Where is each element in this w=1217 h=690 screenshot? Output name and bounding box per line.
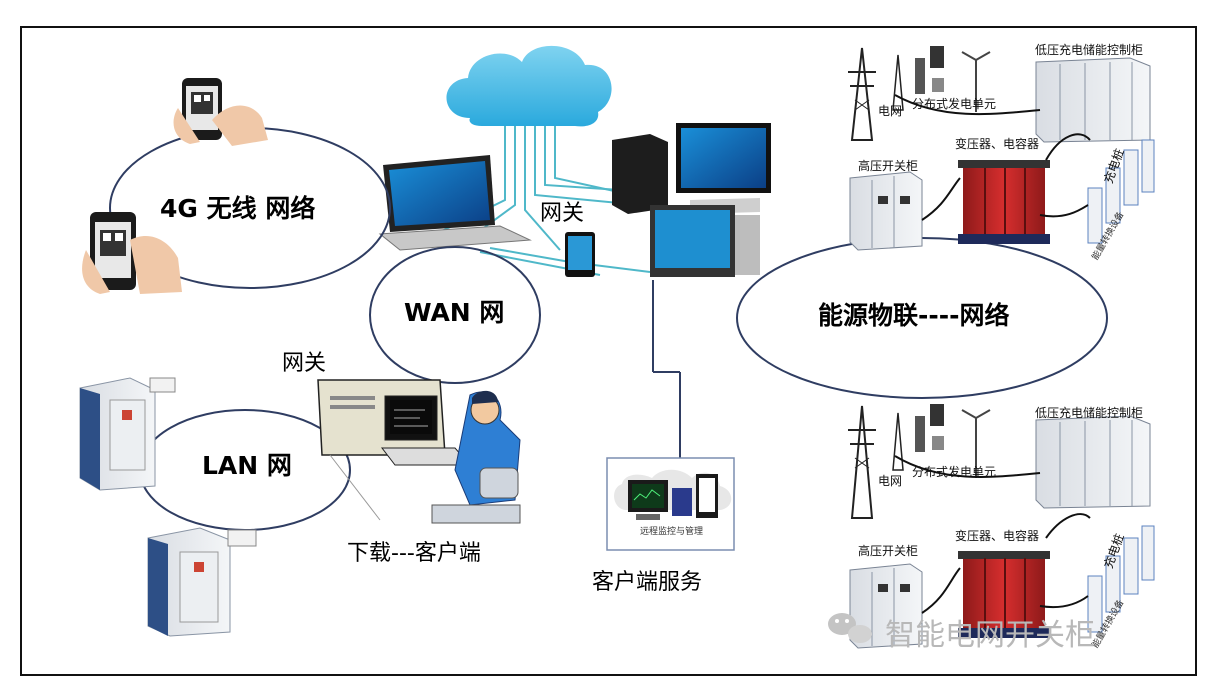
lv-cabinet-label: 低压充电储能控制柜 (1035, 43, 1144, 57)
operator-workstation-icon (317, 379, 521, 524)
wan-network-ellipse (369, 246, 541, 384)
hv-cabinet-label: 高压开关柜 (858, 544, 919, 558)
switchgear-cabinet-icon (147, 527, 257, 637)
distributed-gen-unit-icon (915, 46, 991, 112)
hv-cabinet-label: 高压开关柜 (858, 159, 919, 173)
energy-iot-network-label: 能源物联----网络 (818, 301, 1010, 330)
transformer-icon (958, 551, 1050, 638)
watermark: 智能电网开关柜 (885, 618, 1095, 653)
distributed-gen-label: 分布式发电单元 (912, 465, 997, 479)
charging-pile-icon (1087, 525, 1155, 633)
desktop-computer-icon (565, 123, 771, 277)
lv-control-cabinet-icon (1035, 415, 1151, 509)
transformer-icon (958, 160, 1050, 244)
transformer-label: 变压器、电容器 (955, 529, 1040, 543)
transformer-label: 变压器、电容器 (955, 137, 1040, 151)
grid-label: 电网 (878, 474, 903, 488)
download-client-label: 下载---客户端 (347, 541, 481, 566)
wireless-network-label: 4G 无线 网络 (160, 194, 316, 223)
energy-panel-bottom (848, 404, 1155, 649)
hv-switch-cabinet-icon (849, 563, 923, 649)
smartphone-icon (82, 212, 182, 294)
gateway-label-top: 网关 (540, 201, 585, 226)
client-service-label: 客户端服务 (592, 570, 703, 595)
lv-cabinet-label: 低压充电储能控制柜 (1035, 406, 1144, 420)
power-tower-icon (848, 47, 904, 141)
monitor-caption: 远程监控与管理 (640, 527, 704, 537)
energy-panel-top (848, 46, 1155, 251)
switchgear-cabinet-icon (79, 377, 176, 491)
smartphone-icon (173, 78, 268, 146)
wan-network-label: WAN 网 (404, 298, 505, 327)
gateway-label-left: 网关 (282, 351, 327, 376)
charging-pile-icon (1087, 139, 1155, 244)
hv-switch-cabinet-icon (849, 171, 923, 251)
cloud-icon (446, 45, 612, 127)
laptop-icon (378, 155, 532, 251)
lan-network-label: LAN 网 (202, 451, 292, 480)
distributed-gen-unit-icon (915, 404, 991, 478)
distributed-gen-label: 分布式发电单元 (912, 97, 997, 111)
lv-control-cabinet-icon (1035, 57, 1151, 143)
remote-monitoring-panel (606, 457, 735, 551)
grid-label: 电网 (878, 104, 903, 118)
wechat-icon (828, 613, 872, 643)
power-tower-icon (848, 405, 904, 519)
